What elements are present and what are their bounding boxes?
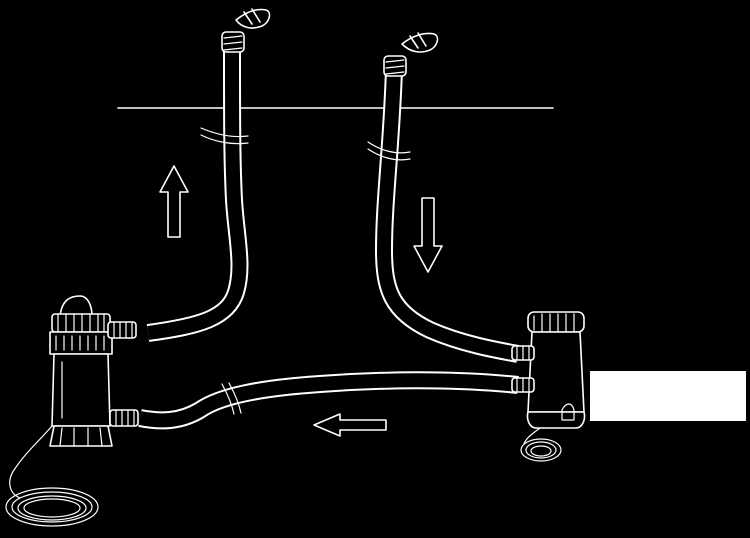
heater-inlet-connector (109, 409, 139, 427)
heater-unit (49, 295, 139, 447)
hose-clamp-band (367, 141, 411, 154)
hose-clamp-band (200, 134, 249, 145)
flow-arrow-up-icon (159, 165, 189, 238)
pool-outlet-fitting-right (383, 32, 439, 77)
hose-clamp-band (221, 383, 235, 415)
hose-pool-outlet-to-pump (367, 67, 520, 363)
heater-top-cap (51, 313, 111, 333)
pool-inlet-fitting-left (221, 8, 271, 53)
heater-body (51, 353, 111, 427)
heater-cable-loop (59, 295, 93, 317)
flow-arrow-down-icon (413, 197, 443, 273)
heater-base (49, 425, 113, 447)
hose-heater-to-pool-inlet (146, 47, 249, 342)
hose-clamp-band (228, 382, 242, 414)
heater-outlet-connector (107, 321, 137, 339)
label-box (590, 371, 746, 421)
pump-base (526, 411, 586, 429)
hose-clamp-band (200, 127, 249, 138)
hose-pump-to-heater-inlet (138, 371, 519, 430)
flow-arrow-left-icon (313, 413, 387, 437)
pump-housing (527, 331, 585, 413)
filter-pump-unit (511, 311, 586, 429)
pump-lid (527, 311, 585, 333)
heater-collar (49, 331, 113, 355)
pump-power-cord (520, 427, 562, 462)
hose-clamp-band (367, 148, 411, 161)
heater-power-cord (5, 425, 99, 527)
pump-switch (561, 403, 575, 421)
